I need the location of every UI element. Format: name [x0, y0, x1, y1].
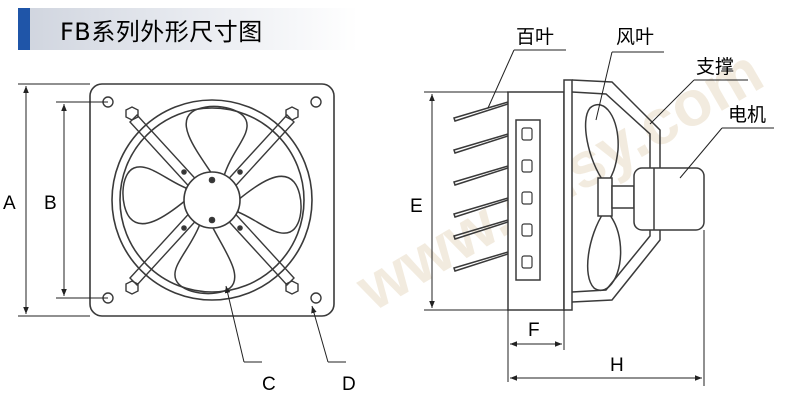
front-dimensions	[18, 83, 346, 363]
title-bar: FB系列外形尺寸图	[18, 8, 358, 50]
hub-bolt-top	[208, 176, 216, 184]
fan-hub	[183, 171, 241, 229]
outer-ring	[111, 99, 313, 301]
side-view	[453, 79, 705, 311]
hub-bolt-bottom	[208, 216, 216, 224]
dim-label-d: D	[342, 374, 356, 395]
title-accent	[18, 8, 30, 50]
dim-label-a: A	[3, 193, 16, 214]
dim-label-e: E	[410, 196, 423, 217]
side-dimensions	[424, 49, 774, 386]
part-label-motor: 电机	[728, 104, 766, 126]
front-view	[89, 83, 335, 317]
part-label-support: 支撑	[696, 56, 734, 78]
part-label-louver: 百叶	[516, 26, 554, 48]
inner-ring	[119, 107, 305, 293]
part-label-blade: 风叶	[616, 26, 654, 48]
diagram-title: FB系列外形尺寸图	[60, 18, 263, 46]
motor-body	[633, 167, 705, 231]
dim-label-b: B	[44, 193, 57, 214]
side-hub	[597, 177, 613, 217]
louver-clips	[521, 127, 533, 269]
shaft	[611, 185, 635, 209]
flange	[563, 79, 573, 311]
side-blade-lower	[586, 211, 622, 291]
side-blade-upper	[584, 104, 619, 183]
louver-slot-strip	[515, 119, 541, 281]
hex-nuts	[125, 106, 299, 295]
fan-blades	[122, 105, 302, 295]
dim-label-f: F	[528, 320, 540, 341]
dim-label-c: C	[262, 374, 276, 395]
dim-label-h: H	[610, 355, 624, 376]
